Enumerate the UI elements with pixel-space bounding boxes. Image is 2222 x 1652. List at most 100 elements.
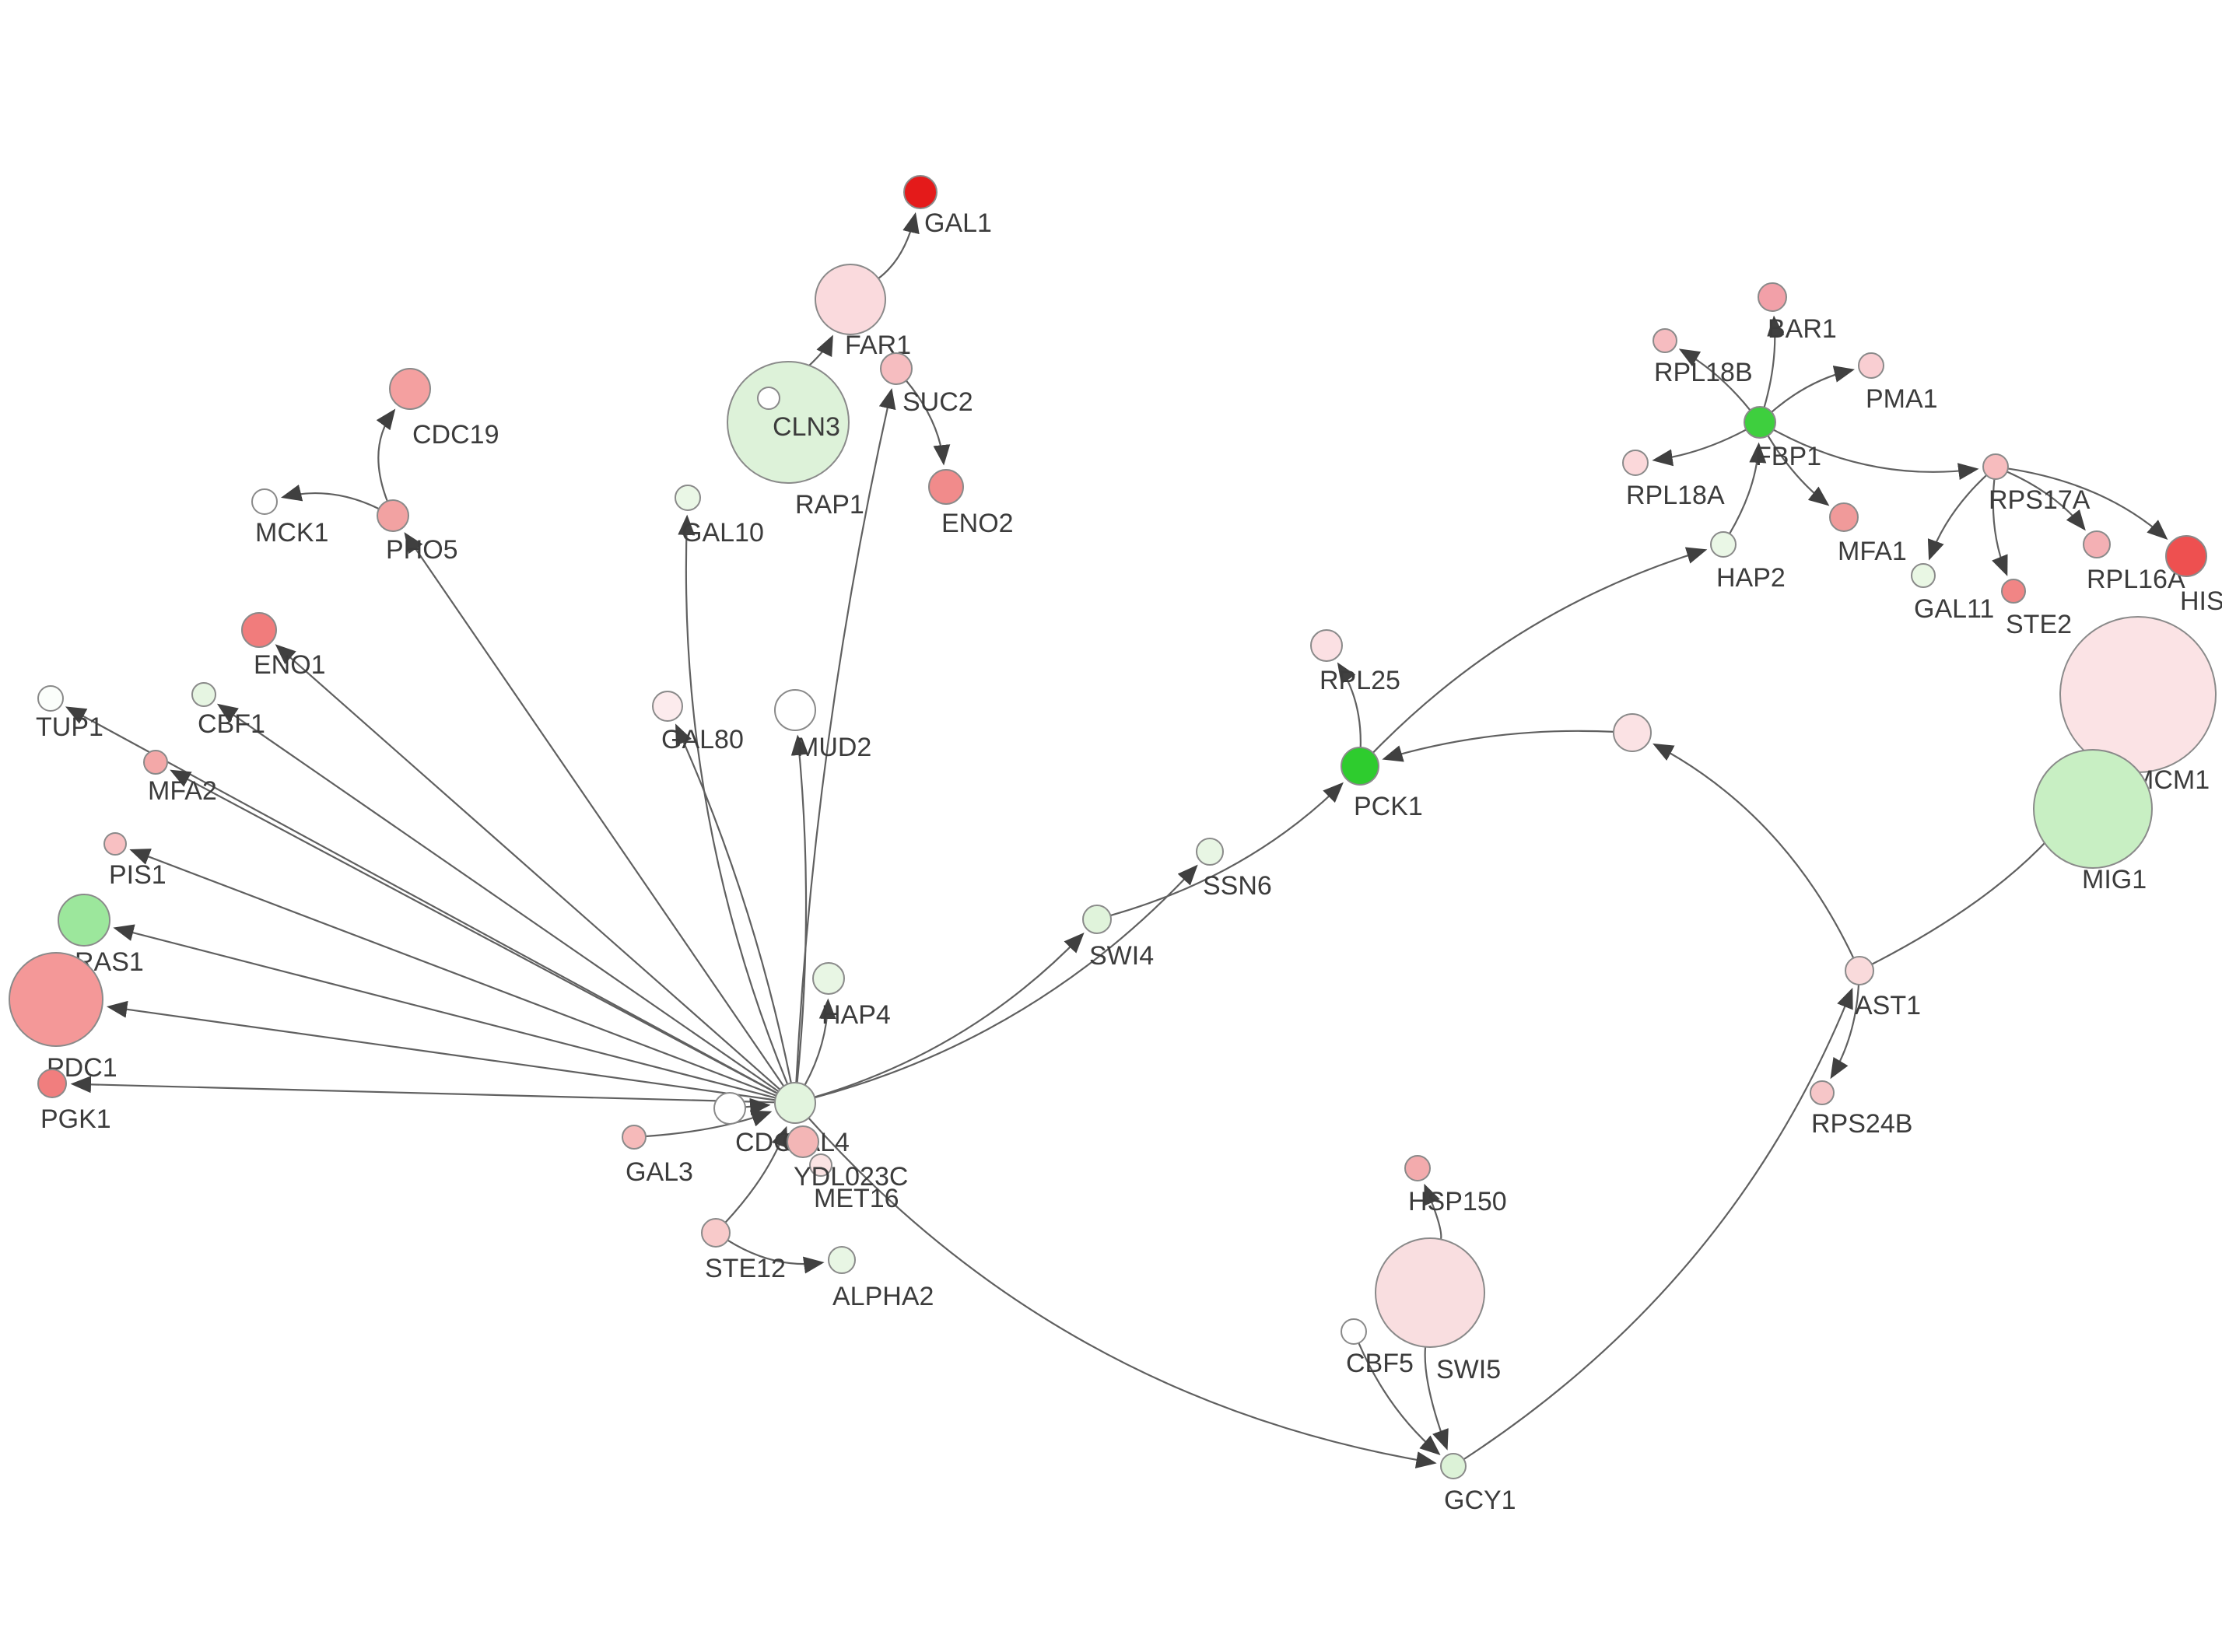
node-SSN6[interactable]: SSN6 — [1196, 838, 1272, 901]
node-circle-FBP1[interactable] — [1744, 406, 1776, 439]
node-circle-RPL18B[interactable] — [1652, 328, 1677, 353]
node-circle-GAL80[interactable] — [652, 691, 683, 722]
edge-FAR1-GAL1[interactable] — [878, 212, 920, 279]
node-circle-MUD2[interactable] — [774, 689, 816, 731]
node-circle-CDC6[interactable] — [713, 1092, 746, 1125]
edge-SUC2-ENO2[interactable] — [905, 380, 951, 466]
node-circle-ENO1[interactable] — [241, 612, 277, 648]
node-HSP150[interactable]: HSP150 — [1404, 1155, 1507, 1216]
node-circle-RAS1[interactable] — [58, 894, 110, 947]
node-circle-RPL18A[interactable] — [1622, 450, 1649, 476]
edge-GAL4-GAL10[interactable] — [678, 514, 789, 1085]
edge-GAL4-PGK1[interactable] — [70, 1076, 776, 1104]
node-circle-GAL4[interactable] — [774, 1082, 816, 1124]
node-FBP1[interactable]: FBP1 — [1744, 406, 1821, 471]
edge-RPS17A-STE2[interactable] — [1992, 478, 2008, 576]
node-circle-TUP1[interactable] — [37, 685, 64, 712]
node-MCK1[interactable]: MCK1 — [251, 488, 328, 548]
node-CBF1[interactable]: CBF1 — [191, 682, 265, 739]
edge-GAL4-TUP1[interactable] — [65, 706, 778, 1094]
edge-AST1-UNK1[interactable] — [1652, 743, 1855, 959]
node-circle-PMA1[interactable] — [1858, 352, 1884, 379]
node-circle-HIS4[interactable] — [2165, 535, 2207, 577]
node-circle-RPL16A[interactable] — [2083, 530, 2111, 558]
node-circle-HAP2[interactable] — [1710, 531, 1737, 558]
edge-PCK1-HAP2[interactable] — [1372, 547, 1708, 754]
node-GAL10[interactable]: GAL10 — [675, 485, 764, 548]
edge-GAL4-PHO5[interactable] — [404, 532, 785, 1087]
node-HIS4[interactable]: HIS4 — [2165, 535, 2222, 616]
edge-FBP1-BAR1[interactable] — [1763, 315, 1785, 408]
edge-RPS17A-RPL16A[interactable] — [2006, 471, 2086, 531]
node-circle-RPL25[interactable] — [1310, 629, 1343, 662]
node-circle-GAL1[interactable] — [903, 175, 938, 209]
edge-STE12-ALPHA2[interactable] — [727, 1239, 825, 1274]
node-RPS24B[interactable]: RPS24B — [1810, 1080, 1912, 1139]
node-YDL023C[interactable]: YDL023C — [787, 1125, 908, 1192]
node-MFA2[interactable]: MFA2 — [143, 750, 217, 806]
node-circle-MCK1[interactable] — [251, 488, 278, 515]
node-RPS17A[interactable]: RPS17A — [1982, 453, 2091, 515]
node-RAP1[interactable]: RAP1 — [727, 361, 864, 520]
node-ALPHA2[interactable]: ALPHA2 — [828, 1246, 934, 1311]
node-circle-PCK1[interactable] — [1341, 747, 1379, 786]
node-RPL16A[interactable]: RPL16A — [2083, 530, 2185, 594]
node-circle-YDL023C[interactable] — [787, 1125, 819, 1158]
node-PDC1[interactable]: PDC1 — [9, 952, 117, 1083]
node-circle-ALPHA2[interactable] — [828, 1246, 856, 1274]
node-BAR1[interactable]: BAR1 — [1758, 282, 1837, 344]
node-circle-PHO5[interactable] — [377, 499, 409, 532]
edge-RPS17A-GAL11[interactable] — [1927, 474, 1988, 561]
node-circle-PDC1[interactable] — [9, 952, 103, 1047]
edge-GAL4-SSN6[interactable] — [814, 864, 1198, 1099]
node-TUP1[interactable]: TUP1 — [36, 685, 103, 742]
node-GAL3[interactable]: GAL3 — [622, 1125, 693, 1187]
node-ENO1[interactable]: ENO1 — [241, 612, 326, 680]
edge-GAL4-PIS1[interactable] — [129, 849, 777, 1097]
node-circle-GAL10[interactable] — [675, 485, 701, 511]
node-STE2[interactable]: STE2 — [2001, 579, 2072, 639]
node-circle-ENO2[interactable] — [928, 469, 964, 505]
node-MFA1[interactable]: MFA1 — [1829, 502, 1907, 566]
edge-GAL4-ENO1[interactable] — [275, 644, 781, 1090]
node-circle-MFA2[interactable] — [143, 750, 168, 775]
edge-SWI5-GCY1[interactable] — [1424, 1346, 1449, 1451]
edge-SWI5-HSP150[interactable] — [1424, 1183, 1442, 1240]
edge-RPS17A-HIS4[interactable] — [2007, 467, 2168, 541]
edge-GAL4-MUD2[interactable] — [790, 734, 808, 1083]
node-SWI4[interactable]: SWI4 — [1082, 905, 1154, 971]
node-circle-CBF1[interactable] — [191, 682, 216, 707]
edge-PHO5-MCK1[interactable] — [280, 484, 380, 510]
node-PMA1[interactable]: PMA1 — [1858, 352, 1938, 414]
node-FAR1[interactable]: FAR1 — [815, 264, 911, 360]
edge-PCK1-RPL25[interactable] — [1337, 662, 1362, 748]
edge-FBP1-RPS17A[interactable] — [1773, 429, 1979, 481]
edge-GAL4-HAP4[interactable] — [804, 998, 836, 1086]
edge-STE12-GAL4[interactable] — [724, 1125, 788, 1223]
node-CDC19[interactable]: CDC19 — [389, 368, 499, 450]
edge-HAP2-FBP1[interactable] — [1729, 442, 1767, 534]
node-circle-FAR1[interactable] — [815, 264, 886, 335]
node-circle-SUC2[interactable] — [880, 352, 913, 385]
edge-GAL4-PDC1[interactable] — [106, 1000, 776, 1101]
node-HAP2[interactable]: HAP2 — [1710, 531, 1786, 593]
node-circle-MET16[interactable] — [809, 1153, 832, 1177]
node-SUC2[interactable]: SUC2 — [880, 352, 973, 417]
node-circle-GAL3[interactable] — [622, 1125, 647, 1150]
edge-UNK1-PCK1[interactable] — [1382, 730, 1614, 762]
node-PIS1[interactable]: PIS1 — [103, 832, 166, 890]
node-circle-PIS1[interactable] — [103, 832, 127, 856]
node-CBF5[interactable]: CBF5 — [1341, 1318, 1414, 1378]
edge-CBF5-GCY1[interactable] — [1358, 1342, 1441, 1455]
node-PCK1[interactable]: PCK1 — [1341, 747, 1423, 821]
node-circle-CBF5[interactable] — [1341, 1318, 1367, 1345]
node-circle-GAL11[interactable] — [1911, 563, 1936, 588]
edge-FBP1-MFA1[interactable] — [1767, 435, 1830, 506]
edge-GAL3-GAL4[interactable] — [645, 1110, 773, 1138]
node-GAL1[interactable]: GAL1 — [903, 175, 992, 238]
edge-FBP1-PMA1[interactable] — [1771, 366, 1855, 413]
node-MUD2[interactable]: MUD2 — [774, 689, 871, 762]
node-MET16[interactable]: MET16 — [809, 1153, 899, 1213]
node-circle-RPS17A[interactable] — [1982, 453, 2009, 480]
